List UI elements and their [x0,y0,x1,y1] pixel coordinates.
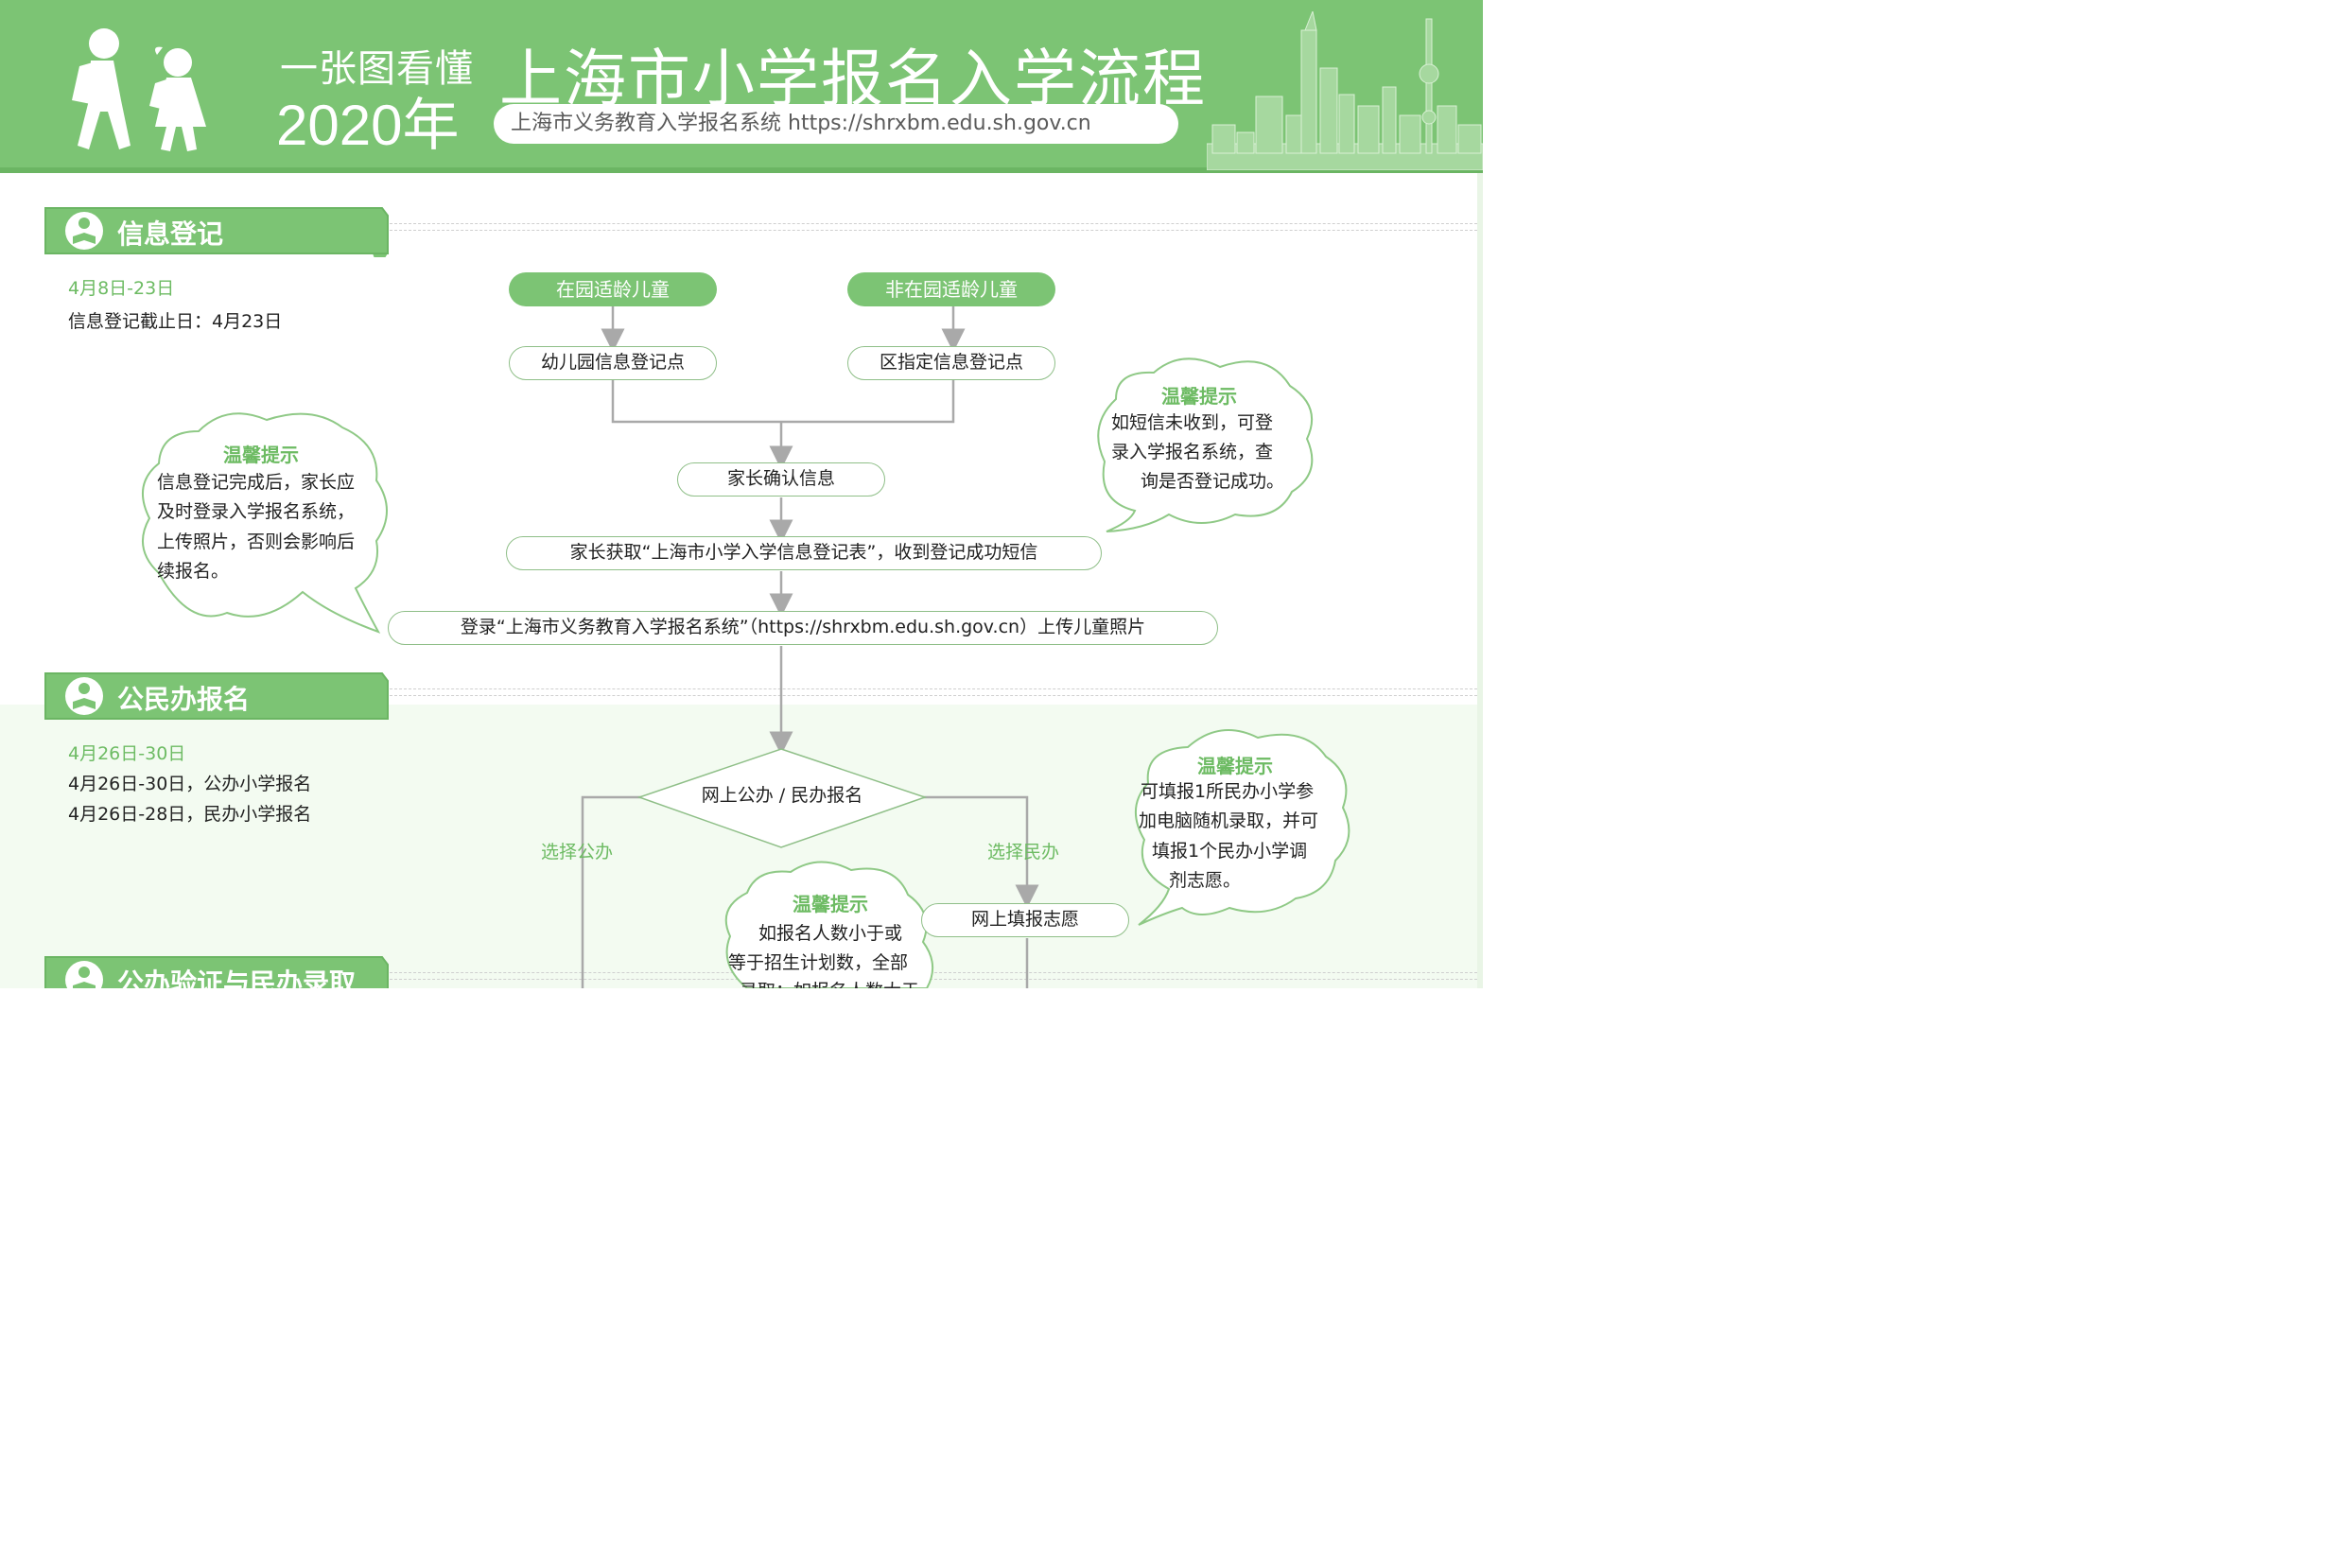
tip-line: 续报名。 [157,561,230,582]
step-obtain-registration-form: 家长获取“上海市小学入学信息登记表”，收到登记成功短信 [506,536,1102,570]
tip-line: 加电脑随机录取，并可 [1139,810,1319,831]
system-url-badge[interactable]: 上海市义务教育入学报名系统 https://shrxbm.edu.sh.gov.… [494,104,1178,144]
start-node-in-kindergarten: 在园适龄儿童 [509,272,717,306]
walking-girl-icon [149,46,206,151]
section-tab-enrollment: 公民办报名 [42,670,390,723]
walking-kids-icon [72,28,206,151]
section-title: 公办验证与民办录取 [117,967,357,988]
section-tab-verification-admission: 公办验证与民办录取 [42,953,390,988]
tip-line: 上传照片，否则会影响后 [157,531,356,552]
tip-title: 温馨提示 [1161,385,1237,408]
section-divider [390,223,1477,231]
person-reading-icon [73,218,96,244]
step-district-registration-point: 区指定信息登记点 [847,346,1055,380]
tip-line: 填报1个民办小学调 [1152,841,1308,862]
person-reading-icon [73,967,96,988]
walking-boy-icon [72,28,131,149]
step-parent-confirm-info: 家长确认信息 [677,462,885,497]
decision-diamond [636,748,928,848]
person-reading-icon [73,683,96,709]
page-title: 上海市小学报名入学流程 [499,43,1207,115]
tip-line: 剂志愿。 [1169,870,1242,891]
tip-cloud-photo [142,412,388,634]
tab-shape [44,956,389,988]
infographic-page: 一张图看懂 2020年 上海市小学报名入学流程 上海市义务教育入学报名系统 ht… [0,0,1483,988]
tip-line: 如报名人数小于或 [758,923,903,944]
tip-cloud-sms [1097,357,1314,532]
tip-line: 录入学报名系统，查 [1111,442,1274,462]
tip-line: 及时登录入学报名系统， [157,501,356,522]
section-date: 4月8日-23日 [68,278,175,299]
step-kindergarten-registration-point: 幼儿园信息登记点 [509,346,717,380]
tip-line: 可填报1所民办小学参 [1141,781,1315,802]
tip-cloud-admission [724,861,933,988]
section-detail: 信息登记截止日：4月23日 [68,311,283,332]
step-login-upload-photo: 登录“上海市义务教育入学报名系统”（https://shrxbm.edu.sh.… [388,611,1218,645]
section-title: 公民办报名 [117,684,251,715]
tip-line: 信息登记完成后，家长应 [157,472,356,493]
tip-cloud-private [1134,729,1350,926]
tip-line: 等于招生计划数，全部 [728,952,909,973]
flowchart-connectors [142,306,1350,988]
section-date: 4月26日-30日 [68,743,186,764]
tab-shape [44,207,389,257]
year-title: 2020年 [276,94,460,157]
section-tab-info-registration: 信息登记 [42,204,390,257]
header-banner: 一张图看懂 2020年 上海市小学报名入学流程 上海市义务教育入学报名系统 ht… [0,0,1483,173]
decision-label: 网上公办 / 民办报名 [701,785,863,806]
tip-line: 如短信未收到，可登 [1111,412,1274,433]
pre-title: 一张图看懂 [280,47,474,91]
tip-line: 询是否登记成功。 [1141,471,1285,492]
city-skyline-icon [1207,11,1483,170]
section-divider [390,688,1477,696]
page-edge [1477,173,1483,988]
branch-private-label: 选择民办 [987,842,1060,862]
section-title: 信息登记 [117,218,224,250]
tip-title: 温馨提示 [223,444,299,466]
step-fill-wish: 网上填报志愿 [921,903,1129,937]
tip-title: 温馨提示 [793,893,868,915]
branch-public-label: 选择公办 [541,842,614,862]
tip-line: 录取；如报名人数大于 [740,977,919,988]
section-detail: 4月26日-28日，民办小学报名 [68,804,312,825]
tab-shape [44,672,389,720]
tip-title: 温馨提示 [1197,755,1273,777]
start-node-not-in-kindergarten: 非在园适龄儿童 [847,272,1055,306]
section-divider [390,972,1477,980]
section-detail: 4月26日-30日，公办小学报名 [68,774,312,794]
